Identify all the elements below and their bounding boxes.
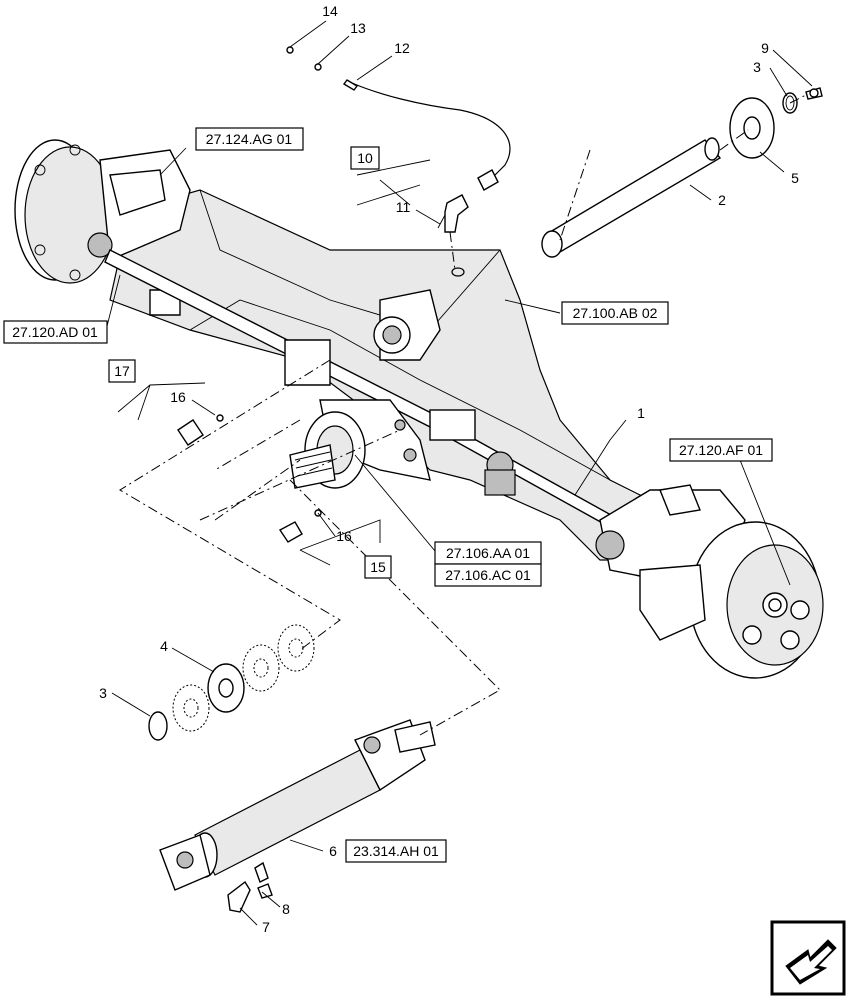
thrust-washer bbox=[729, 97, 775, 159]
svg-text:17: 17 bbox=[114, 363, 130, 379]
ref-label-27-106-aa-01: 27.106.AA 01 bbox=[446, 545, 530, 561]
ref-label-27-124-ag-01: 27.124.AG 01 bbox=[206, 131, 293, 147]
leader-lines bbox=[105, 20, 813, 926]
ref-box-27-106-aa-01[interactable]: 27.106.AA 01 bbox=[434, 541, 542, 565]
callout-9: 9 bbox=[761, 40, 769, 56]
ref-box-27-120-af-01[interactable]: 27.120.AF 01 bbox=[669, 438, 773, 462]
assembly-lines bbox=[119, 93, 809, 736]
callout-1: 1 bbox=[637, 405, 645, 421]
boxed-callout-17: 17 bbox=[108, 359, 136, 383]
boxed-callout-10: 10 bbox=[350, 146, 380, 170]
drive-shaft bbox=[159, 719, 436, 891]
callout-5: 5 bbox=[791, 170, 799, 186]
callout-12: 12 bbox=[394, 40, 410, 56]
callout-3-bottom: 3 bbox=[99, 685, 107, 701]
callout-8: 8 bbox=[282, 901, 290, 917]
grease-fittings bbox=[286, 46, 322, 71]
ref-label-27-106-ac-01: 27.106.AC 01 bbox=[445, 567, 531, 583]
ref-label-27-100-ab-02: 27.100.AB 02 bbox=[573, 305, 658, 321]
callout-16-lower: 16 bbox=[336, 528, 352, 544]
callout-13: 13 bbox=[350, 20, 366, 36]
pivot-pin bbox=[541, 137, 722, 258]
drain-plug-upper bbox=[177, 414, 224, 446]
shim-stack bbox=[148, 624, 315, 741]
callout-11: 11 bbox=[396, 199, 411, 215]
callout-4: 4 bbox=[160, 638, 168, 654]
ref-label-27-120-ad-01: 27.120.AD 01 bbox=[12, 324, 98, 340]
drain-plug-lower bbox=[278, 509, 322, 543]
ref-box-27-106-ac-01[interactable]: 27.106.AC 01 bbox=[434, 563, 542, 587]
callout-14: 14 bbox=[322, 3, 338, 19]
ref-box-27-120-ad-01[interactable]: 27.120.AD 01 bbox=[3, 320, 108, 344]
next-page-arrow-icon[interactable] bbox=[770, 920, 846, 996]
callout-3-top: 3 bbox=[753, 59, 761, 75]
ref-box-27-100-ab-02[interactable]: 27.100.AB 02 bbox=[561, 301, 669, 325]
callout-7: 7 bbox=[262, 919, 270, 935]
ref-label-23-314-ah-01: 23.314.AH 01 bbox=[353, 843, 439, 859]
axle-assembly bbox=[14, 139, 824, 679]
svg-text:15: 15 bbox=[370, 559, 386, 575]
ref-box-27-124-ag-01[interactable]: 27.124.AG 01 bbox=[195, 127, 304, 151]
bolt bbox=[805, 87, 823, 100]
callout-2: 2 bbox=[718, 192, 726, 208]
ref-box-23-314-ah-01[interactable]: 23.314.AH 01 bbox=[345, 839, 447, 863]
shaft-bracket bbox=[227, 861, 273, 913]
svg-text:10: 10 bbox=[357, 150, 373, 166]
callout-16-upper: 16 bbox=[170, 389, 186, 405]
ref-label-27-120-af-01: 27.120.AF 01 bbox=[679, 442, 763, 458]
callout-6: 6 bbox=[329, 843, 337, 859]
boxed-callout-15: 15 bbox=[364, 555, 392, 579]
grease-hose bbox=[342, 79, 511, 191]
